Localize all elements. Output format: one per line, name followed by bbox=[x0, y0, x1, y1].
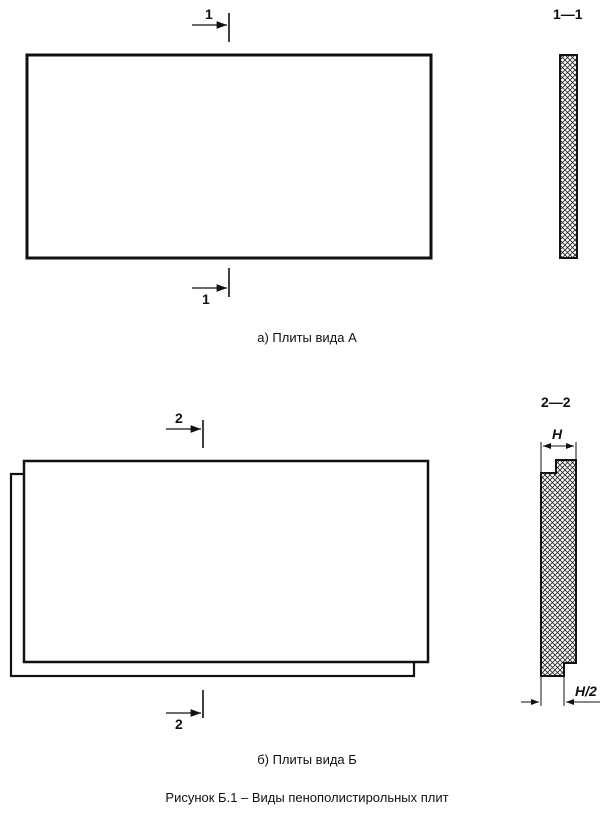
cut-mark-1-bottom: 1 bbox=[192, 268, 230, 307]
cut-mark-2-top: 2 bbox=[166, 410, 204, 448]
section-1-1: 1—1 bbox=[553, 6, 583, 259]
section-2-2-title: 2—2 bbox=[541, 394, 571, 410]
cut-mark-2-top-label: 2 bbox=[175, 410, 183, 426]
section-2-2-profile bbox=[540, 459, 577, 677]
caption-plate-type-b: б) Плиты вида Б bbox=[257, 752, 357, 767]
section-1-1-title: 1—1 bbox=[553, 6, 583, 22]
section-1-1-profile bbox=[559, 54, 578, 259]
cut-mark-1-bottom-label: 1 bbox=[202, 291, 210, 307]
dimension-H-label: H bbox=[552, 426, 563, 442]
figure-caption: Рисунок Б.1 – Виды пенополистирольных пл… bbox=[165, 790, 449, 805]
plate-type-a: 1 1 1—1 bbox=[25, 6, 583, 307]
cut-mark-1-top-label: 1 bbox=[205, 6, 213, 22]
plate-a-outline bbox=[25, 53, 433, 260]
cut-mark-2-bottom-label: 2 bbox=[175, 716, 183, 732]
dimension-H-half-label: H/2 bbox=[575, 683, 597, 699]
section-2-2: 2—2 H H/2 bbox=[521, 394, 600, 706]
plate-b-outline bbox=[22, 459, 430, 664]
cut-mark-2-bottom: 2 bbox=[166, 690, 204, 732]
dimension-H: H bbox=[540, 426, 577, 473]
cut-mark-1-top: 1 bbox=[192, 6, 230, 42]
dimension-H-half: H/2 bbox=[521, 676, 600, 706]
caption-plate-type-a: а) Плиты вида А bbox=[257, 330, 357, 345]
plate-type-b: 2 2 2—2 H H bbox=[9, 394, 600, 732]
